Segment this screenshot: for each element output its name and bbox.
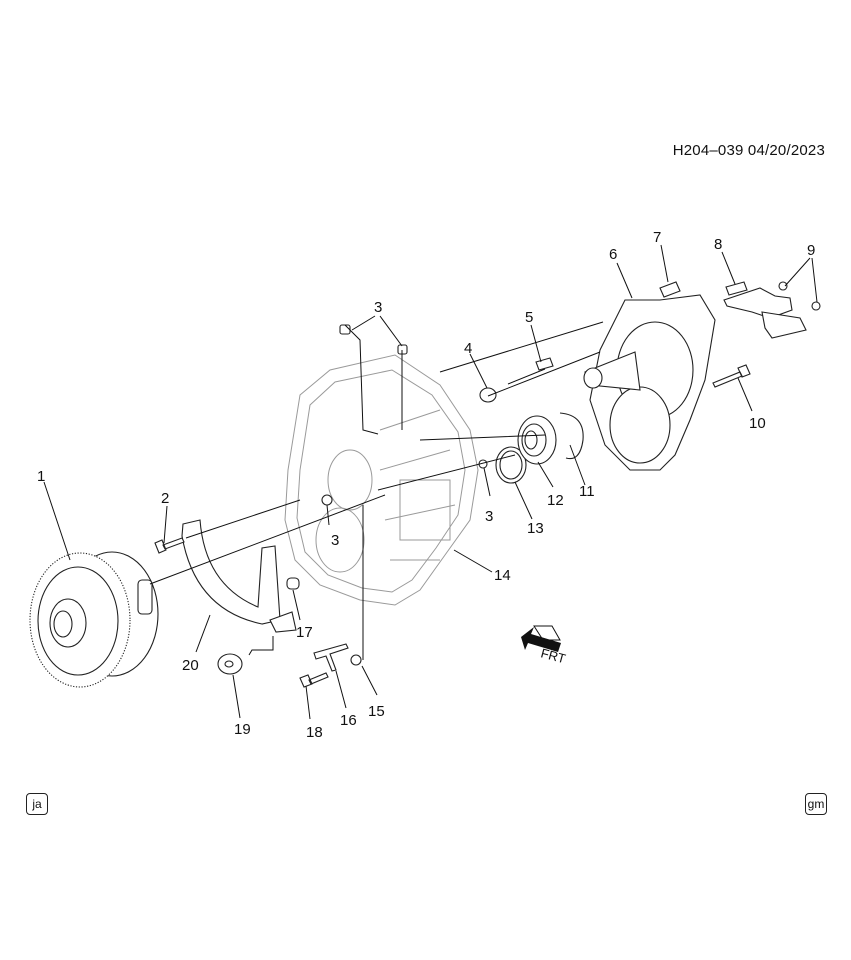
callout-10: 10 (749, 415, 766, 432)
plug (286, 577, 300, 590)
callout-3: 3 (374, 299, 382, 316)
bolt (712, 364, 751, 388)
bracket (313, 643, 349, 672)
snap-ring (559, 412, 584, 460)
callout-19: 19 (234, 721, 251, 738)
callout-13: 13 (527, 520, 544, 537)
callout-11: 11 (579, 483, 595, 500)
callout-9: 9 (807, 242, 815, 259)
callout-12: 12 (547, 492, 564, 509)
bracket (761, 311, 807, 339)
bracket (723, 281, 793, 319)
gm-logo-badge: gm (805, 793, 827, 815)
transfer-housing (583, 294, 716, 471)
callout-17: 17 (296, 624, 313, 641)
plug-3 (339, 324, 351, 335)
leader-lines (43, 244, 818, 720)
callout-7: 7 (653, 229, 661, 246)
differential-assembly (29, 551, 159, 688)
callout-16: 16 (340, 712, 357, 729)
bolt (154, 537, 185, 554)
fastener (811, 301, 821, 311)
bolt (659, 281, 681, 298)
seal (350, 654, 362, 666)
callout-3: 3 (485, 508, 493, 525)
fastener (778, 281, 788, 291)
bolt (299, 672, 329, 688)
callout-18: 18 (306, 724, 323, 741)
callout-8: 8 (714, 236, 722, 253)
diagram-reference-date: H204–039 04/20/2023 (672, 142, 825, 159)
callout-5: 5 (525, 309, 533, 326)
callout-3: 3 (331, 532, 339, 549)
callout-14: 14 (494, 567, 511, 584)
center-lines (149, 321, 604, 660)
transmission-case (284, 354, 479, 606)
pin (535, 357, 554, 371)
front-arrow-icon: FRT (521, 625, 567, 666)
left-corner-badge: ja (26, 793, 48, 815)
front-arrow-label: FRT (539, 645, 567, 666)
dowel (479, 387, 497, 403)
callout-6: 6 (609, 246, 617, 263)
callout-labels: 1 2 3 3 3 4 5 6 7 8 9 10 11 12 13 14 15 … (37, 229, 815, 741)
callout-1: 1 (37, 468, 45, 485)
callout-15: 15 (368, 703, 385, 720)
callout-2: 2 (161, 490, 169, 507)
callout-4: 4 (464, 340, 472, 357)
plug-3 (321, 494, 333, 506)
callout-20: 20 (182, 657, 199, 674)
shield (181, 519, 297, 633)
